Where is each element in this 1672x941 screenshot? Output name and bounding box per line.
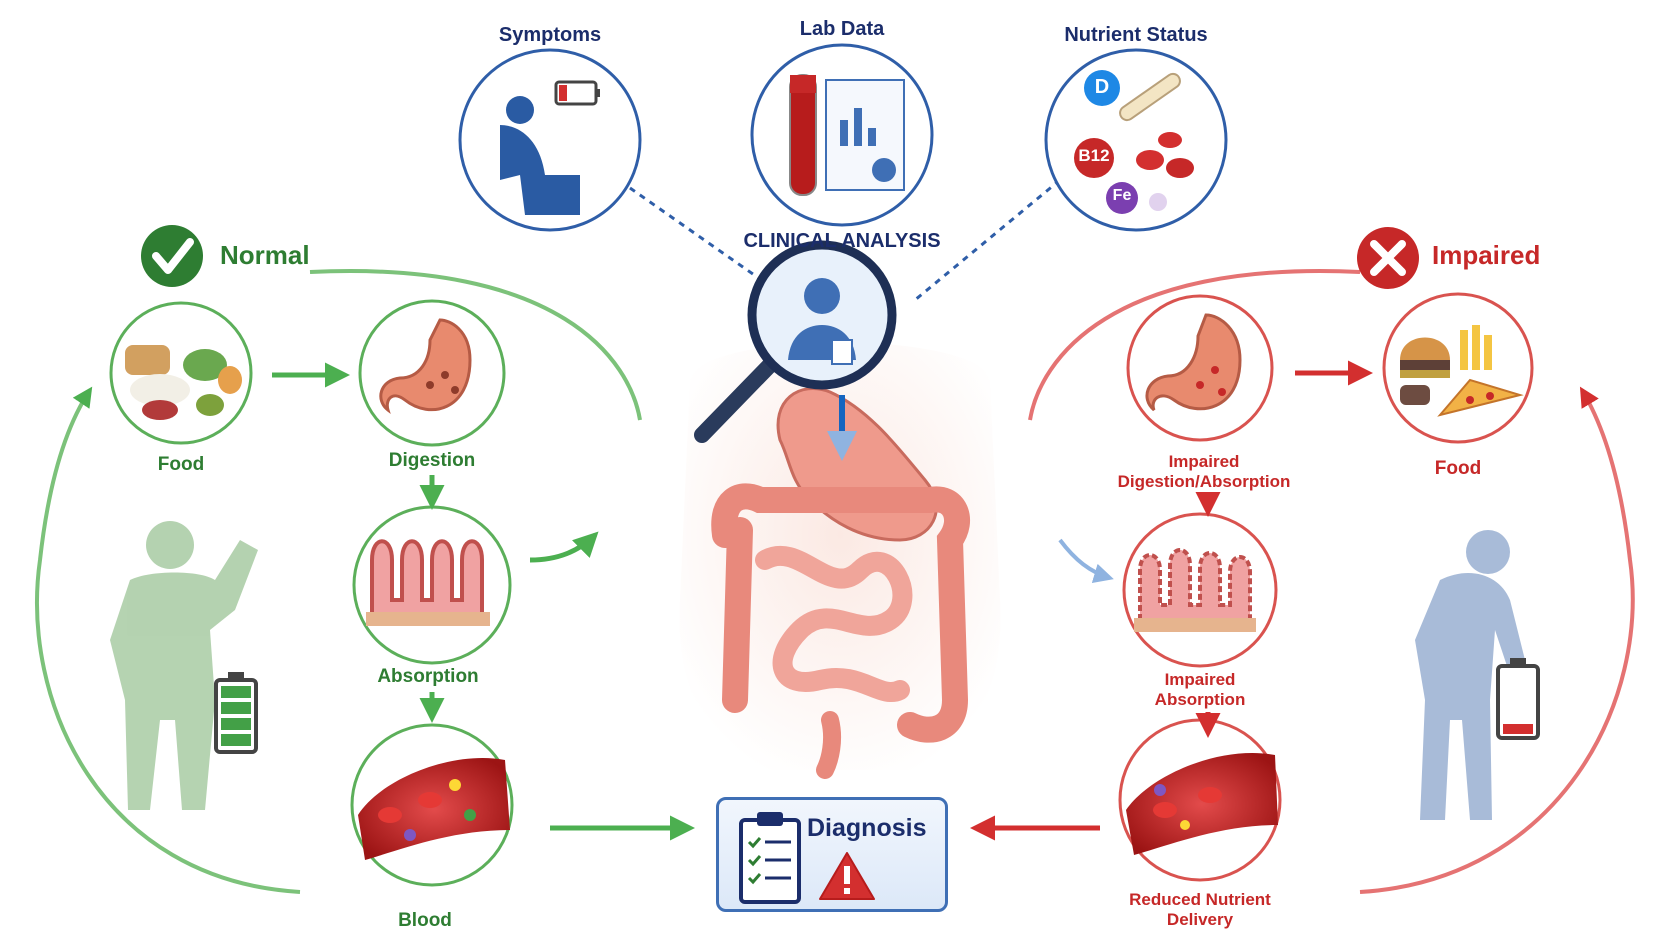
normal-return-arrow <box>35 386 301 894</box>
impaired-food-icon <box>1382 292 1534 444</box>
symptoms-panel-icon <box>458 48 642 232</box>
nutrient-status-label: Nutrient Status <box>1064 24 1208 46</box>
impaired-food-label: Food <box>1434 458 1482 479</box>
digestive-system <box>711 387 970 779</box>
reduced-delivery-label-1: Reduced Nutrient <box>1129 890 1271 909</box>
absorption-label: Absorption <box>377 666 479 687</box>
tired-person-icon <box>1415 530 1530 820</box>
normal-absorption-icon <box>352 505 512 665</box>
impaired-delivery-icon <box>1118 718 1282 882</box>
clipboard-icon <box>739 812 801 904</box>
blood-label: Blood <box>398 910 452 931</box>
vitamin-b12-label: B12 <box>1078 146 1110 165</box>
nutrient-status-panel-icon <box>1044 48 1228 232</box>
impaired-return-arrow <box>1359 386 1635 894</box>
torso-silhouette <box>679 342 1001 770</box>
digestion-label: Digestion <box>388 450 476 471</box>
impaired-digestion-icon <box>1126 294 1274 442</box>
vitamin-d-label: D <box>1094 76 1110 98</box>
battery-full-icon <box>214 672 258 754</box>
arrow-body-to-impaired-absorption <box>1058 538 1114 583</box>
normal-food-icon <box>109 301 253 445</box>
symptoms-label: Symptoms <box>498 24 602 46</box>
impaired-absorption-label-2: Absorption <box>1154 690 1246 709</box>
arrow-absorption-to-body <box>529 531 599 563</box>
healthy-person-icon <box>110 521 258 810</box>
impaired-cycle-loop <box>1028 269 1361 421</box>
iron-label: Fe <box>1112 187 1132 204</box>
lab-data-panel-icon <box>750 43 934 227</box>
dotted-link-nutrients <box>914 178 1061 302</box>
check-icon <box>141 225 203 287</box>
clinical-analysis-label: CLINICAL ANALYSIS <box>743 230 941 252</box>
normal-blood-icon <box>350 723 514 887</box>
impaired-absorption-icon <box>1122 512 1278 668</box>
diagnosis-label: Diagnosis <box>807 814 927 842</box>
reduced-delivery-label-2: Delivery <box>1166 910 1234 929</box>
normal-cycle-loop <box>309 269 642 421</box>
impaired-title: Impaired <box>1432 240 1541 270</box>
warning-icon <box>819 852 875 900</box>
magnifier-icon <box>694 240 897 443</box>
lab-data-label: Lab Data <box>799 18 885 40</box>
impaired-digestion-label-2: Digestion/Absorption <box>1117 472 1291 491</box>
normal-digestion-icon <box>358 299 506 447</box>
dotted-link-symptoms <box>629 186 791 302</box>
impaired-digestion-label-1: Impaired <box>1168 452 1240 471</box>
battery-low-icon <box>1496 658 1540 740</box>
diagnosis-box: Diagnosis <box>716 797 948 912</box>
impaired-absorption-label-1: Impaired <box>1164 670 1236 689</box>
normal-title: Normal <box>220 240 310 270</box>
normal-food-label: Food <box>157 454 205 475</box>
